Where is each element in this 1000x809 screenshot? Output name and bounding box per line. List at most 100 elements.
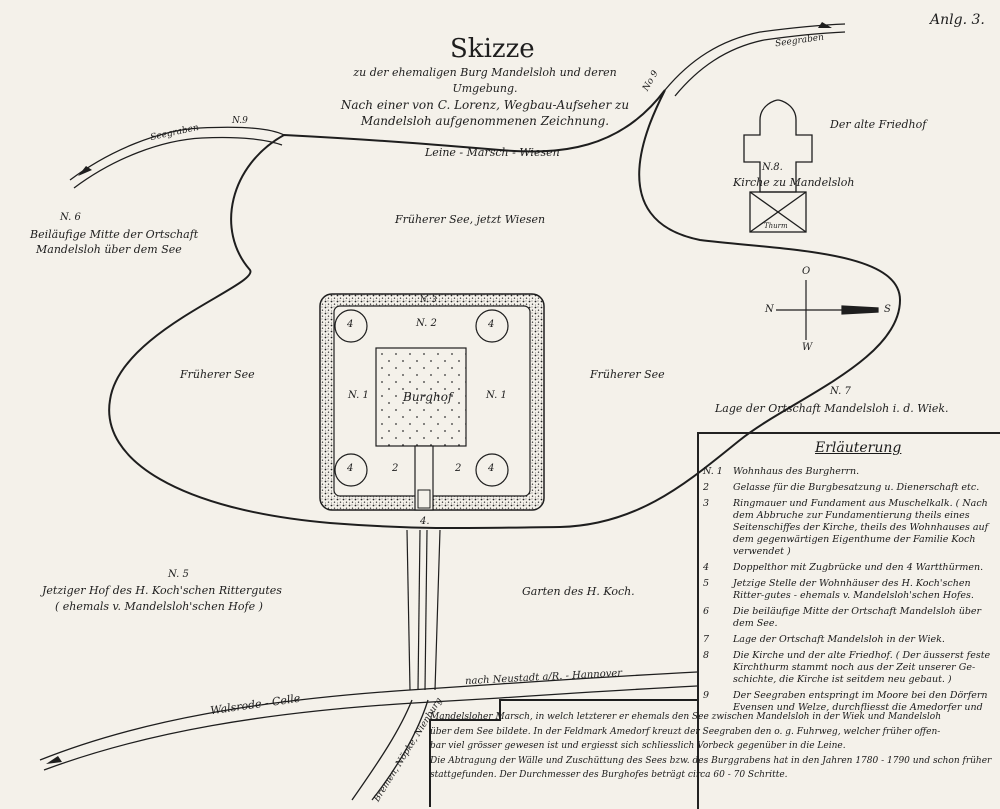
legend-num: 7 (703, 634, 710, 645)
legend-num: 9 (703, 690, 710, 701)
arrow-seegraben-right (818, 22, 832, 28)
label-no7: N. 7 (830, 386, 851, 397)
legend-item: 7 Lage der Ortschaft Mandelsloh in der Wi… (703, 634, 995, 646)
label-kirche-no: N.8. (762, 162, 783, 173)
seegraben-right-bank (674, 31, 846, 97)
legend-title: Erläuterung (815, 440, 902, 456)
legend-item: 3 Ringmauer und Fundament aus Muschelkalk… (703, 498, 995, 558)
legend-item: 5 Jetzige Stelle der Wohnhäuser des H. Ko… (703, 578, 995, 602)
legend-text: Die Kirche und der alte Friedhof. ( Der … (733, 650, 991, 685)
compass-label-o: O (802, 266, 811, 277)
label-tower-br: 4 (488, 463, 495, 474)
label-no5: N. 5 (168, 569, 189, 580)
church (743, 99, 813, 233)
tower-tr (475, 309, 509, 343)
legend-item: 8 Die Kirche und der alte Friedhof. ( Der… (703, 650, 995, 686)
legend-num: 8 (703, 650, 710, 661)
legend-text: Die beiläufige Mitte der Ortschaft Mande… (733, 606, 982, 629)
legend-footnote: Mandelsloher Marsch, in welch letzterer … (430, 710, 995, 783)
label-thurm: Thurm (764, 222, 788, 230)
subtitle-line-4: Mandelsloh aufgenommenen Zeichnung. (360, 114, 610, 128)
castle-gate-inner (417, 489, 431, 509)
label-castle-4-bottom: 4. (420, 516, 430, 527)
corner-label: Anlg. 3. (930, 12, 985, 28)
tower-tl (334, 309, 368, 343)
label-no9-left: N.9 (232, 116, 248, 126)
compass-label-s: S (884, 304, 891, 315)
legend-text: Der Seegraben entspringt im Moore bei de… (733, 690, 988, 713)
label-no7-text: Lage der Ortschaft Mandelsloh i. d. Wiek… (715, 402, 949, 415)
legend-item: N. 1 Wohnhaus des Burgherrn. (703, 466, 995, 478)
compass-rose (776, 280, 879, 340)
legend-step-lines (429, 699, 697, 807)
legend-num: 2 (703, 482, 710, 493)
footnote-line: Mandelsloher Marsch, in welch letzterer … (430, 712, 942, 722)
label-castle-n3: N. 3 (420, 295, 437, 304)
arrow-seegraben-left (78, 166, 92, 176)
label-garten: Garten des H. Koch. (522, 585, 635, 598)
label-no6-line1: Beiläufige Mitte der Ortschaft (30, 228, 199, 241)
seegraben-left-bank (73, 136, 283, 189)
label-castle-2-right: 2 (455, 463, 462, 474)
legend-num: 5 (703, 578, 710, 589)
label-leine-marsch: Leine - Marsch - Wiesen (425, 146, 560, 159)
label-castle-n1-left: N. 1 (348, 390, 369, 401)
subtitle-line-3: Nach einer von C. Lorenz, Wegbau-Aufsehe… (340, 98, 630, 112)
lake-outline (108, 89, 902, 530)
seegraben-left (69, 126, 285, 181)
subtitle-line-1: zu der ehemaligen Burg Mandelsloh und de… (353, 66, 617, 79)
legend-item: 9 Der Seegraben entspringt im Moore bei d… (703, 690, 995, 714)
compass-label-n: N (765, 304, 774, 315)
legend-num: 6 (703, 606, 710, 617)
footnote-line: stattgefunden. Der Durchmesser des Burgh… (430, 770, 788, 780)
footnote-line: Die Abtragung der Wälle und Zuschüttung … (430, 755, 992, 766)
label-no5-line2: ( ehemals v. Mandelsloh'schen Hofe ) (55, 600, 263, 613)
legend-item: 2 Gelasse für die Burgbesatzung u. Diener… (703, 482, 995, 494)
legend-text: Lage der Ortschaft Mandelsloh in der Wie… (733, 634, 945, 645)
legend-text: Doppelthor mit Zugbrücke und den 4 Wartt… (733, 562, 984, 573)
legend-item: 6 Die beiläufige Mitte der Ortschaft Mand… (703, 606, 995, 630)
label-frueherer-see-top: Früherer See, jetzt Wiesen (395, 213, 546, 226)
label-frueherer-see-left: Früherer See (180, 368, 255, 381)
label-kirche: Kirche zu Mandelsloh (733, 176, 855, 189)
road-walsrode-celle-edge (43, 685, 698, 771)
legend-list: N. 1 Wohnhaus des Burgherrn. 2 Gelasse für… (703, 466, 995, 718)
arrow-road-left (46, 756, 62, 764)
burghof-courtyard (375, 347, 467, 447)
road-bremen-edge (371, 699, 429, 801)
legend-text: Jetzige Stelle der Wohnhäuser des H. Koc… (733, 578, 974, 601)
label-frueherer-see-right: Früherer See (590, 368, 665, 381)
label-tower-tl: 4 (347, 319, 354, 330)
label-castle-2-left: 2 (392, 463, 399, 474)
compass-label-w: W (802, 342, 813, 353)
map-title: Skizze (450, 34, 535, 64)
tower-bl (334, 453, 368, 487)
label-castle-n2: N. 2 (416, 318, 437, 329)
castle-gate (414, 445, 434, 511)
label-castle-n1-right: N. 1 (486, 390, 507, 401)
avenue (406, 529, 441, 691)
label-burghof: Burghof (403, 390, 453, 404)
legend-text: Ringmauer und Fundament aus Muschelkalk.… (733, 498, 989, 557)
label-friedhof: Der alte Friedhof (830, 118, 927, 131)
label-no6: N. 6 (60, 212, 81, 223)
legend-frame (697, 432, 1000, 809)
legend-num: 3 (703, 498, 710, 509)
label-tower-tr: 4 (488, 319, 495, 330)
map-subtitle: zu der ehemaligen Burg Mandelsloh und de… (340, 65, 630, 129)
legend-text: Wohnhaus des Burgherrn. (733, 466, 860, 477)
legend-num: N. 1 (703, 466, 723, 477)
label-no6-line2: Mandelsloh über dem See (36, 243, 182, 256)
tower-br (475, 453, 509, 487)
footnote-line: über dem See bildete. In der Feldmark Am… (430, 726, 941, 737)
legend-num: 4 (703, 562, 710, 573)
legend-text: Gelasse für die Burgbesatzung u. Dieners… (733, 482, 980, 493)
road-bremen (351, 699, 413, 801)
footnote-line: bar viel grösser gewesen ist und ergiess… (430, 741, 846, 751)
legend-item: 4 Doppelthor mit Zugbrücke und den 4 Wart… (703, 562, 995, 574)
label-no5-line1: Jetziger Hof des H. Koch'schen Rittergut… (42, 584, 282, 597)
label-tower-bl: 4 (347, 463, 354, 474)
road-walsrode-celle (39, 671, 698, 761)
subtitle-line-2: Umgebung. (452, 82, 518, 95)
